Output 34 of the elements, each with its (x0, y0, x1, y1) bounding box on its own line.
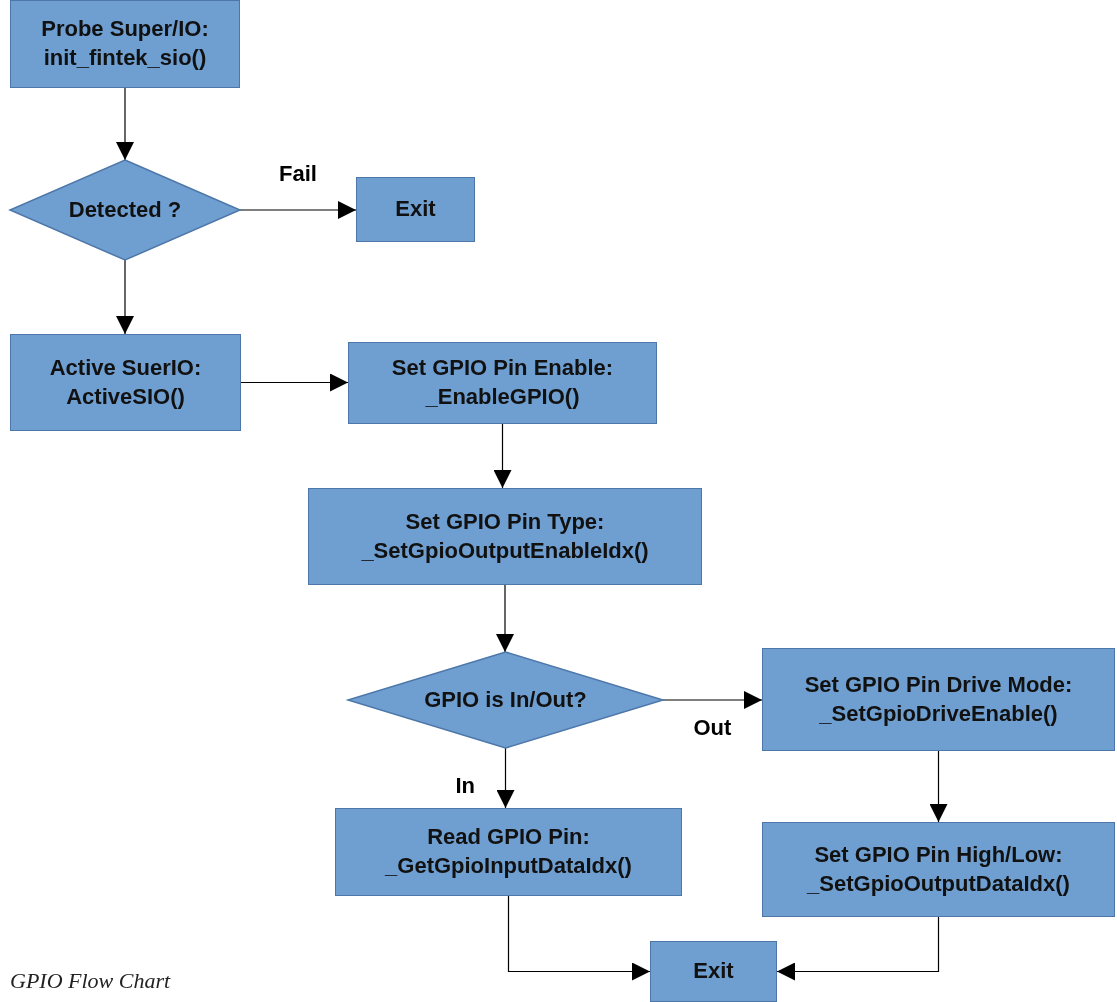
node-text: Active SuerIO: ActiveSIO() (48, 353, 203, 411)
arrow (496, 584, 514, 653)
arrow (493, 423, 512, 489)
arrow (776, 916, 940, 981)
process-box (762, 648, 1115, 751)
process-box (10, 334, 241, 431)
arrow (240, 373, 349, 392)
node-text: GPIO is In/Out? (423, 685, 588, 714)
process-box (348, 342, 657, 424)
arrow (116, 87, 134, 161)
process-box (650, 941, 777, 1002)
node-text: Detected ? (67, 195, 183, 224)
process-box (10, 0, 240, 88)
node-text: Exit (692, 957, 735, 986)
node-text: Set GPIO Pin Drive Mode: _SetGpioDriveEnable() (803, 670, 1074, 728)
node-text: Set GPIO Pin Enable: _EnableGPIO() (390, 354, 615, 411)
arrow (116, 259, 134, 335)
caption: GPIO Flow Chart (10, 968, 171, 994)
node-text: Exit (394, 195, 437, 224)
process-box (762, 822, 1115, 917)
arrow (929, 750, 948, 823)
process-box (308, 488, 702, 585)
node-text: Set GPIO Pin High/Low: _SetGpioOutputDataIdx() (805, 840, 1071, 898)
decision-diamond (348, 652, 663, 748)
process-box (335, 808, 682, 896)
arrow (496, 747, 515, 809)
node-text: Read GPIO Pin: _GetGpioInputDataIdx() (383, 823, 633, 880)
node-text: Probe Super/IO: init_fintek_sio() (40, 15, 210, 72)
process-box (356, 177, 475, 242)
arrow (239, 201, 357, 219)
arrow (662, 691, 763, 709)
decision-diamond (10, 160, 240, 260)
node-text: Set GPIO Pin Type: _SetGpioOutputEnableIdx() (360, 507, 650, 565)
arrow (507, 895, 651, 981)
